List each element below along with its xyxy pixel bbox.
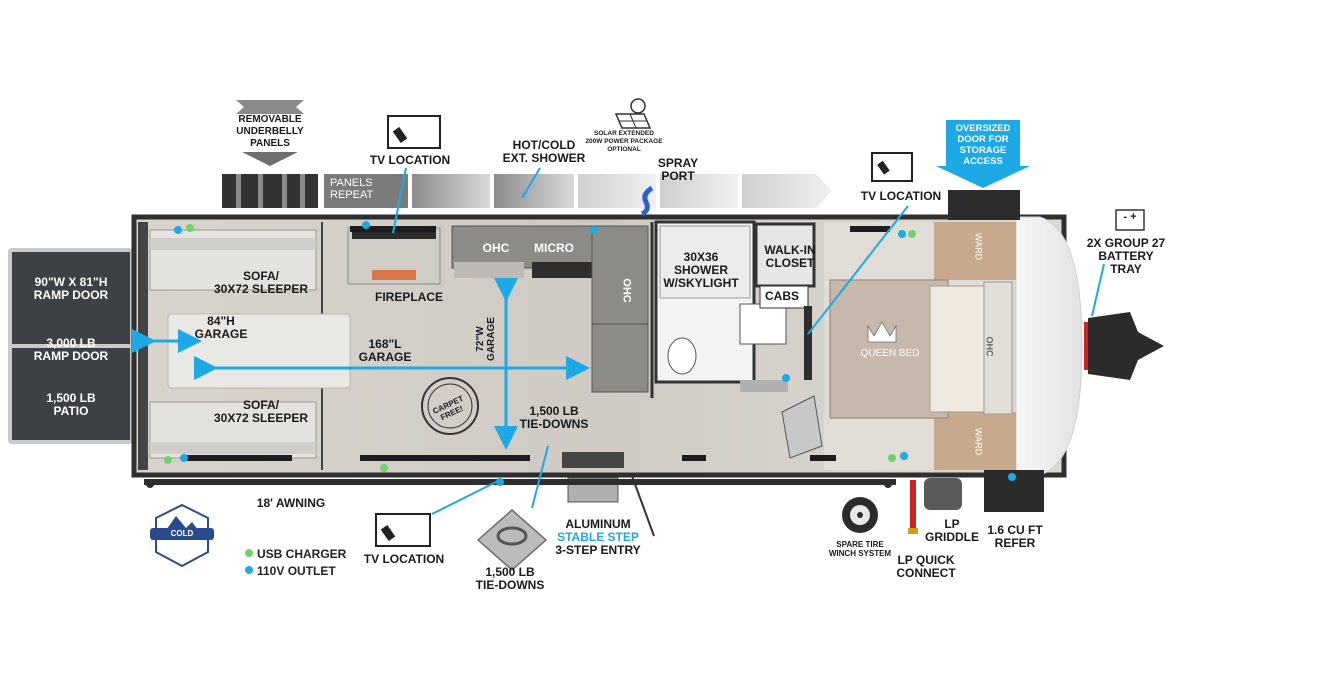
- removable-panels-down-arrow: [236, 100, 304, 114]
- cold-weather-badge-icon: [150, 503, 214, 568]
- sun-icon: [630, 98, 646, 114]
- usb-markers: [164, 224, 916, 472]
- hot-cold-shower-label: HOT/COLD EXT. SHOWER: [502, 138, 586, 165]
- oversized-door-label: OVERSIZED DOOR FOR STORAGE ACCESS: [955, 123, 1011, 167]
- micro-label: MICRO: [534, 241, 574, 255]
- ward-bottom-label: WARD: [973, 427, 984, 456]
- ramp-door-size-label: 90"W x 81"H RAMP DOOR: [33, 275, 109, 302]
- dimension-arrows: [132, 278, 590, 450]
- spray-hose-icon: [640, 185, 654, 217]
- ramp-door: [8, 248, 133, 444]
- legend-outlet: 110V OUTLET: [257, 564, 336, 578]
- legend-usb-text: USB CHARGER: [257, 547, 347, 561]
- solar-panel-icon: [614, 98, 652, 129]
- shower-label: 30x36 SHOWER w/SKYLIGHT: [663, 250, 739, 290]
- tv-remote-icon: [387, 115, 441, 149]
- patio-label: 1,500 LB PATIO: [46, 391, 96, 418]
- cold-weather-label: COLD WEATHER: [162, 529, 202, 548]
- tv-location-bottom-label: TV LOCATION: [363, 552, 445, 566]
- tie-downs-interior-label: 1,500 LB TIE-DOWNS: [519, 404, 589, 431]
- sofa-top-label: SOFA/ 30x72 SLEEPER: [213, 269, 309, 296]
- lp-griddle-label: LP GRIDDLE: [925, 517, 979, 544]
- ohc-bed-label: OHC: [984, 336, 995, 357]
- battery-tray-label: 2X GROUP 27 BATTERY TRAY: [1086, 236, 1166, 276]
- entry-label: 3-STEP ENTRY: [555, 543, 641, 557]
- ohc-kitchen-label: OHC: [482, 241, 510, 255]
- queen-bed-label: QUEEN BED: [860, 348, 920, 359]
- spray-port-label: SPRAY PORT: [657, 156, 699, 183]
- awning: [144, 479, 896, 488]
- stable-step-label: STABLE STEP: [557, 530, 639, 544]
- ward-top-label: WARD: [973, 232, 984, 261]
- garage-height-label: 84"H GARAGE: [194, 314, 248, 341]
- tv-remote-icon: [375, 513, 431, 547]
- ohc-side-label: OHC: [620, 278, 633, 303]
- tie-downs-exterior-label: 1,500 LB TIE-DOWNS: [475, 565, 545, 592]
- legend-usb: USB CHARGER: [257, 547, 346, 561]
- tv-location-top-label: TV LOCATION: [369, 153, 451, 167]
- spare-tire-icon: [842, 497, 878, 533]
- garage-width-label: 72"W GARAGE: [475, 317, 497, 361]
- tie-down-ring-icon: [476, 508, 548, 572]
- legend-outlet-text: 110V OUTLET: [257, 564, 336, 578]
- outlet-markers: [174, 221, 1016, 486]
- leader-lines: [392, 167, 1105, 515]
- legend-outlet-dot: [245, 566, 253, 574]
- front-exterior: [908, 312, 1164, 534]
- sofa-bottom-label: SOFA/ 30x72 SLEEPER: [213, 398, 309, 425]
- bedroom: [824, 190, 1020, 470]
- awning-label: 18' AWNING: [256, 496, 326, 510]
- panels-repeat-label: PANELS REPEAT: [330, 177, 374, 201]
- tv-remote-icon: [871, 152, 913, 182]
- lp-quick-connect-label: LP QUICK CONNECT: [896, 553, 956, 580]
- removable-panels-down-arrow-2: [242, 152, 298, 166]
- battery-terminals-label: - +: [1123, 211, 1137, 223]
- walk-in-closet-label: WALK-IN CLOSET: [764, 243, 816, 270]
- crown-icon: [867, 321, 897, 343]
- underbelly-panel-strip: [222, 174, 832, 208]
- cabs-label: CABS: [764, 289, 799, 303]
- spare-tire-label: SPARE TIRE WINCH SYSTEM: [828, 540, 892, 558]
- ramp-door-weight-label: 3,000 LB RAMP DOOR: [33, 336, 109, 363]
- removable-panels-label: REMOVABLE UNDERBELLY PANELS: [236, 114, 304, 149]
- oversized-door-down-arrow: [936, 120, 1030, 188]
- legend-usb-dot: [245, 549, 253, 557]
- garage-length-label: 168"L GARAGE: [358, 337, 412, 364]
- kitchen-area: [347, 222, 654, 398]
- tv-location-bedroom-label: TV LOCATION: [860, 189, 942, 203]
- fireplace-label: FIREPLACE: [374, 290, 443, 304]
- solar-package-label: SOLAR EXTENDED 200W POWER PACKAGE OPTION…: [585, 130, 663, 153]
- refer-label: 1.6 CU FT REFER: [987, 523, 1043, 550]
- bathroom: [654, 220, 823, 459]
- aluminum-label: ALUMINUM: [565, 517, 631, 531]
- battery-icon: [1115, 209, 1145, 231]
